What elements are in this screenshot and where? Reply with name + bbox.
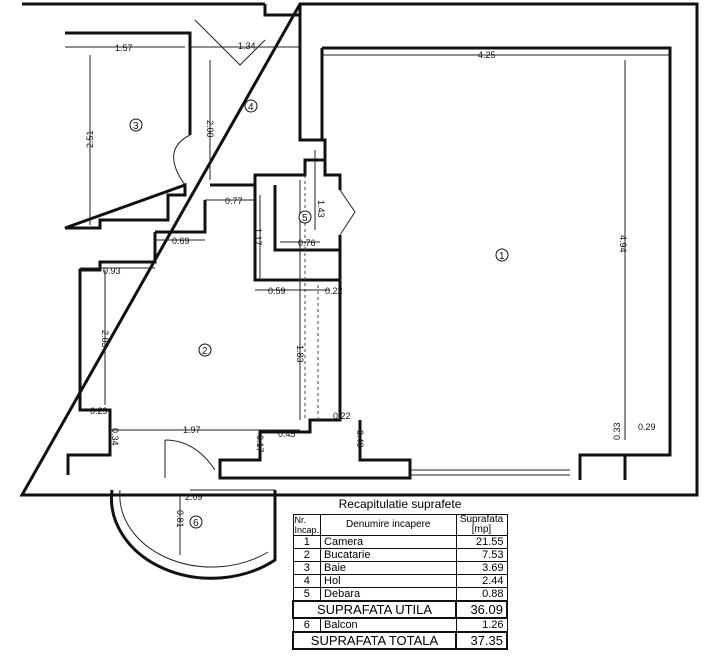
- cell-area: 1.26: [455, 617, 508, 633]
- svg-text:6: 6: [193, 518, 199, 529]
- balcony-inner: [119, 489, 269, 568]
- dim-0-69: 0.69: [172, 236, 190, 246]
- dim-0-29-right: 0.29: [638, 422, 656, 432]
- total-value: 37.35: [455, 631, 508, 650]
- room-marker-6: 6: [189, 515, 203, 529]
- wall-room-1: [218, 46, 672, 480]
- total-label: SUPRAFATA TOTALA: [292, 631, 457, 650]
- svg-text:1: 1: [499, 251, 505, 262]
- dim-1-34: 1.34: [238, 41, 256, 51]
- dim-4-25: 4.25: [478, 50, 496, 60]
- dim-0-22-bottom: 0.22: [333, 411, 351, 421]
- dimension-lines: [65, 46, 670, 555]
- room-marker-5: 5: [298, 210, 312, 224]
- dim-0-76: 0.76: [298, 238, 316, 248]
- dim-1-17: 1.17: [253, 228, 263, 246]
- cell-name: Balcon: [320, 617, 457, 633]
- usable-value: 36.09: [455, 600, 508, 619]
- dim-2-00: 2.00: [205, 120, 215, 138]
- dim-1-97: 1.97: [183, 425, 201, 435]
- cell-name: Camera: [320, 535, 457, 549]
- cell-name: Hol: [320, 574, 457, 588]
- usable-label: SUPRAFATA UTILA: [292, 600, 457, 619]
- table-title: Recapitulatie suprafete: [338, 497, 462, 511]
- wall-hol: [210, 4, 327, 187]
- dim-0-81: 0.81: [175, 510, 185, 528]
- cell-name: Bucatarie: [320, 548, 457, 562]
- room-marker-3: 3: [129, 118, 143, 132]
- door-balcony: [164, 439, 216, 478]
- dim-0-17: 0.17: [255, 435, 265, 453]
- wall-room-5: [273, 160, 342, 252]
- cell-area: 0.88: [455, 587, 508, 602]
- partition-dashed: [304, 175, 319, 420]
- dim-0-40: 0.40: [355, 430, 365, 448]
- dim-0-29-left: 0.29: [90, 406, 108, 416]
- cell-area: 2.44: [455, 574, 508, 588]
- dim-1-57: 1.57: [115, 43, 133, 53]
- svg-text:2: 2: [202, 346, 208, 357]
- area-summary: Recapitulatie suprafete Nr. Incap. Denum…: [292, 497, 508, 650]
- room-marker-4: 4: [244, 99, 258, 113]
- cell-nr: 1: [292, 535, 322, 549]
- area-table: Nr. Incap. Denumire incapere Suprafata […: [292, 514, 508, 650]
- cell-nr: 2: [292, 548, 322, 562]
- cell-nr: 6: [292, 617, 322, 633]
- door-debara: [339, 189, 356, 236]
- svg-text:4: 4: [248, 102, 254, 113]
- dim-0-45: 0.45: [278, 429, 296, 439]
- dim-0-33: 0.33: [612, 422, 622, 440]
- cell-nr: 4: [292, 574, 322, 588]
- svg-text:3: 3: [133, 121, 139, 132]
- cell-area: 21.55: [455, 535, 508, 549]
- balcony: [109, 489, 277, 580]
- door-baie: [173, 134, 191, 186]
- dim-2-03: 2.03: [100, 330, 110, 348]
- cell-nr: 5: [292, 587, 322, 602]
- dim-0-93: 0.93: [103, 266, 121, 276]
- cell-nr: 3: [292, 561, 322, 575]
- dim-2-09: 2.09: [185, 492, 203, 502]
- room-marker-1: 1: [495, 248, 509, 262]
- dim-1-83: 1.83: [295, 345, 305, 363]
- dim-0-77: 0.77: [225, 196, 243, 206]
- wall-room-3: [64, 31, 192, 230]
- wall-room-2: [66, 185, 342, 475]
- dim-0-34: 0.34: [110, 428, 120, 446]
- header-nr: Nr. Incap.: [292, 514, 322, 536]
- svg-text:5: 5: [302, 213, 308, 224]
- dim-4-94: 4.94: [618, 235, 628, 253]
- cell-name: Baie: [320, 561, 457, 575]
- outer-wall: [19, 2, 699, 497]
- header-name: Denumire incapere: [320, 514, 457, 536]
- door-hol: [194, 19, 266, 66]
- cell-area: 7.53: [455, 548, 508, 562]
- cell-area: 3.69: [455, 561, 508, 575]
- dim-0-59: 0.59: [268, 286, 286, 296]
- dim-0-22-top: 0.22: [325, 286, 343, 296]
- room-marker-2: 2: [198, 343, 212, 357]
- cell-name: Debara: [320, 587, 457, 602]
- window-bottom: [410, 469, 570, 476]
- header-area: Suprafata [mp]: [455, 514, 508, 536]
- dim-2-51: 2.51: [85, 130, 95, 148]
- dim-1-43: 1.43: [316, 200, 326, 218]
